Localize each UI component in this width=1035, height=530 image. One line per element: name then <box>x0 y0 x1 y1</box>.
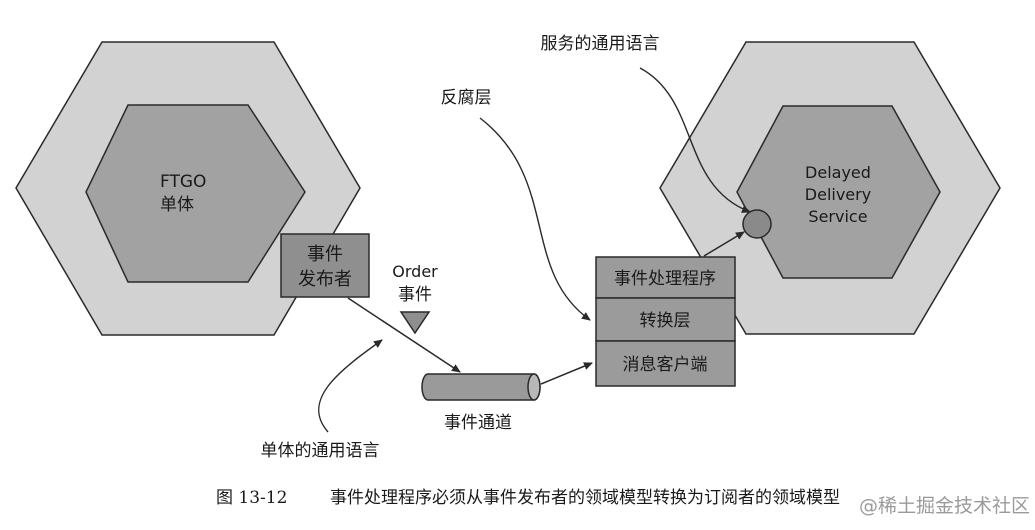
monolith-group: FTGO 单体 事件 发布者 <box>15 41 370 336</box>
handler-to-service-arrow <box>703 231 745 257</box>
annotation-monolith-language-leader <box>317 339 383 433</box>
layer-translation-box <box>595 297 736 342</box>
caption-number: 图 13-12 <box>216 488 287 508</box>
caption-text: 事件处理程序必须从事件发布者的领域模型转换为订阅者的领域模型 <box>330 488 840 508</box>
order-event-line1: Order <box>392 262 438 281</box>
channel-to-client-arrow <box>540 362 593 385</box>
monolith-inner-hexagon <box>85 104 306 283</box>
event-publisher-box <box>280 233 370 298</box>
layer-event-handler-label: 事件处理程序 <box>614 269 716 289</box>
event-triangle-icon <box>399 311 431 335</box>
watermark-text: @稀土掘金技术社区 <box>859 495 1030 517</box>
consumer-layer-stack: 事件处理程序 转换层 消息客户端 <box>595 256 736 387</box>
layer-message-client-label: 消息客户端 <box>623 355 708 375</box>
annotation-anti-corruption-leader <box>479 117 591 321</box>
service-name-line1: Delayed <box>805 163 871 182</box>
port-circle-icon <box>742 209 772 239</box>
order-event-line2: 事件 <box>398 285 432 305</box>
layer-translation-label: 转换层 <box>640 311 691 331</box>
layer-message-client-box <box>595 340 736 387</box>
channel-label: 事件通道 <box>444 413 512 433</box>
service-group: Delayed Delivery Service <box>659 41 1001 335</box>
event-publisher-line2: 发布者 <box>298 269 352 290</box>
service-name-line3: Service <box>808 207 867 226</box>
annotation-anti-corruption: 反腐层 <box>441 88 492 108</box>
event-publisher-line1: 事件 <box>307 244 343 265</box>
monolith-name-line1: FTGO <box>160 172 206 192</box>
service-name-line2: Delivery <box>805 185 871 204</box>
monolith-name-line2: 单体 <box>160 195 194 215</box>
layer-event-handler-box <box>595 256 736 299</box>
annotation-service-language: 服务的通用语言 <box>541 34 660 54</box>
order-event: Order 事件 <box>392 262 438 335</box>
publisher-to-channel-arrow <box>347 297 461 373</box>
annotation-monolith-language: 单体的通用语言 <box>261 441 380 461</box>
channel-cylinder-icon <box>421 373 541 401</box>
annotation-service-language-leader <box>639 67 751 213</box>
service-inner-hexagon <box>736 105 941 279</box>
